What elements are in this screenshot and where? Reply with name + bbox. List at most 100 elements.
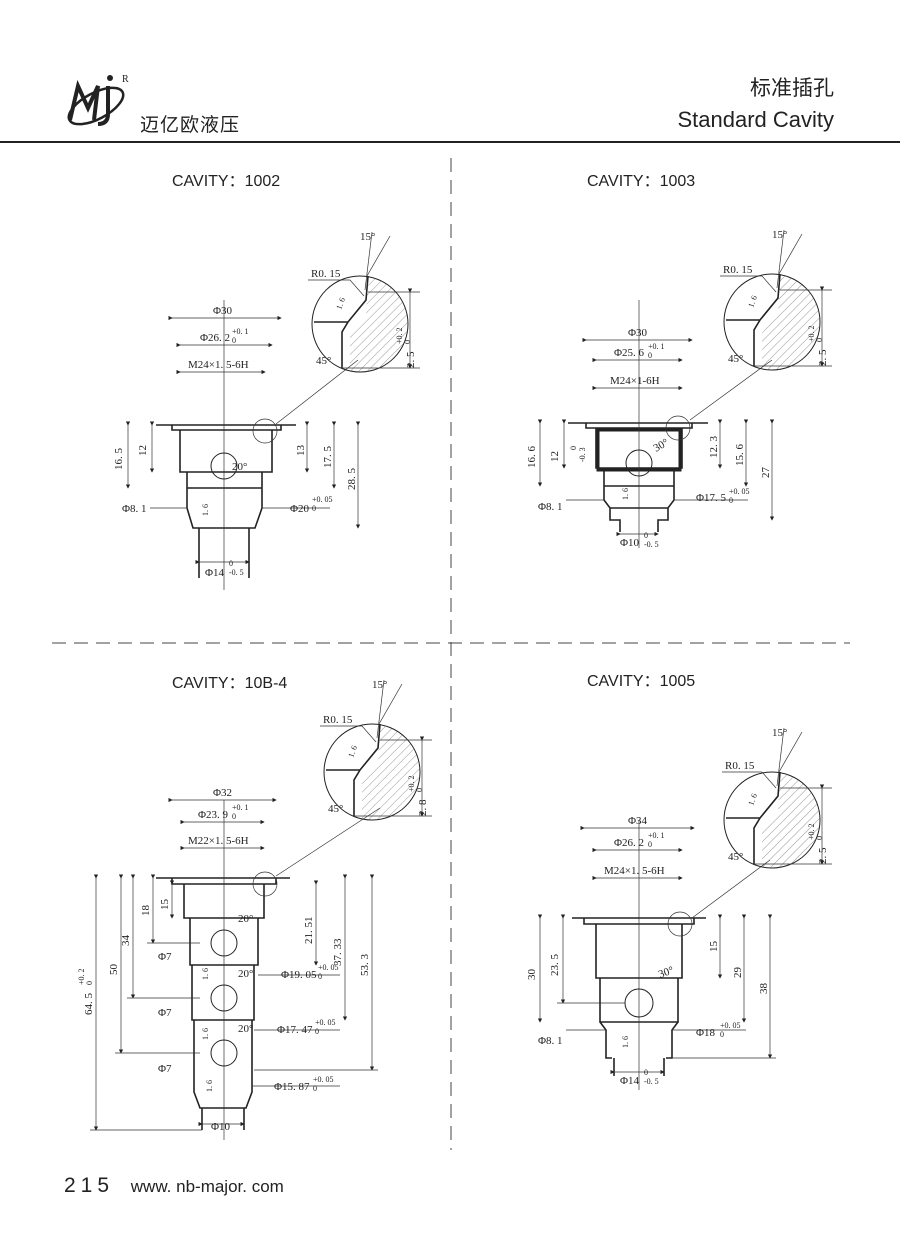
c1002-port: Φ8. 1 bbox=[122, 503, 147, 515]
c10b4-d-outer: Φ32 bbox=[213, 787, 232, 799]
c1002-detail-depth-tol-lo: 0 bbox=[403, 340, 412, 344]
c1003-detail-r: R0. 15 bbox=[723, 264, 753, 276]
c1002-detail-cham: 45° bbox=[316, 355, 331, 367]
c10b4-l53: 53. 3 bbox=[359, 954, 371, 977]
c1005-d-mid: Φ18 bbox=[696, 1027, 716, 1039]
c10b4-d1-tol: +0. 05 bbox=[318, 963, 339, 972]
c10b4-d-seat-tol-lo: 0 bbox=[232, 812, 236, 821]
c1002-l4: 17. 5 bbox=[322, 446, 334, 469]
footer: 215 www. nb-major. com bbox=[64, 1174, 284, 1198]
c10b4-thread: M22×1. 5-6H bbox=[188, 835, 249, 847]
c10b4-l15: 15 bbox=[159, 899, 171, 911]
c1005-d-mid-tol-lo: 0 bbox=[720, 1030, 724, 1039]
c1002-d-seat-tol: +0. 1 bbox=[232, 327, 249, 336]
website-link[interactable]: www. nb-major. com bbox=[130, 1177, 284, 1196]
c10b4-port-1: Φ7 bbox=[158, 951, 172, 963]
c1003-l2: 12 bbox=[549, 451, 561, 462]
c1002-d-outer: Φ30 bbox=[213, 305, 233, 317]
c1002-l3: 13 bbox=[295, 445, 307, 457]
c1003-d-bot: Φ10 bbox=[620, 537, 640, 549]
c1005-d-seat-tol: +0. 1 bbox=[648, 831, 665, 840]
c1003-detail-depth-tol: +0. 2 bbox=[807, 325, 816, 342]
c1005-detail-r: R0. 15 bbox=[725, 760, 755, 772]
c10b4-angle-2: 20° bbox=[238, 968, 253, 980]
c10b4-detail-depth: 2. 8 bbox=[417, 799, 429, 816]
c10b4-l37: 37. 33 bbox=[332, 938, 344, 966]
c1003-d-mid: Φ17. 5 bbox=[696, 492, 727, 504]
c1003-l3: 12. 3 bbox=[708, 436, 720, 459]
c10b4-d3: Φ15. 87 bbox=[274, 1081, 310, 1093]
c1005-d-mid-tol: +0. 05 bbox=[720, 1021, 741, 1030]
c1005-port: Φ8. 1 bbox=[538, 1035, 563, 1047]
c10b4-d3-tol-lo: 0 bbox=[313, 1084, 317, 1093]
c1003-l2-tol: 0 bbox=[569, 446, 578, 450]
c1003-detail-angle: 15° bbox=[772, 229, 787, 241]
c10b4-d-seat: Φ23. 9 bbox=[198, 809, 229, 821]
c10b4-d-seat-tol: +0. 1 bbox=[232, 803, 249, 812]
c1005-d-bot: Φ14 bbox=[620, 1075, 640, 1087]
c10b4-d2-tol: +0. 05 bbox=[315, 1018, 336, 1027]
c1003-detail-depth-tol-lo: 0 bbox=[815, 338, 824, 342]
c1003-l4: 15. 6 bbox=[734, 444, 746, 467]
c1003-d-seat-tol-lo: 0 bbox=[648, 351, 652, 360]
c10b4-l50: 50 bbox=[108, 964, 120, 976]
c1002-detail-angle: 15° bbox=[360, 231, 375, 243]
c1005-detail-depth: 2. 5 bbox=[817, 847, 829, 864]
c10b4-d1-tol-lo: 0 bbox=[318, 972, 322, 981]
c1003-l5: 27 bbox=[760, 467, 772, 479]
c10b4-rough-3: 1. 6 bbox=[205, 1080, 214, 1092]
cavity-1005-title: CAVITY：1005 bbox=[587, 673, 695, 690]
c10b4-rough-1: 1. 6 bbox=[201, 968, 210, 980]
c10b4-detail-depth-tol-lo: 0 bbox=[415, 788, 424, 792]
c1003-d-bot-tol: 0 bbox=[644, 531, 648, 540]
c1003-port: Φ8. 1 bbox=[538, 501, 563, 513]
c1002-detail-r: R0. 15 bbox=[311, 268, 341, 280]
c10b4-port-2: Φ7 bbox=[158, 1007, 172, 1019]
c1002-d-seat: Φ26. 2 bbox=[200, 332, 230, 344]
c10b4-angle-1: 20° bbox=[238, 913, 253, 925]
c1003-d-mid-tol: +0. 05 bbox=[729, 487, 750, 496]
c1002-detail-depth: 2. 5 bbox=[405, 351, 417, 368]
brand-logo-icon: R bbox=[67, 74, 129, 126]
c1005-d-seat: Φ26. 2 bbox=[614, 837, 644, 849]
c10b4-l-total-tol-lo: 0 bbox=[85, 981, 94, 985]
c10b4-port-3: Φ7 bbox=[158, 1063, 172, 1075]
c1005-angle-port: 30° bbox=[657, 964, 676, 981]
c1002-d-mid-tol-lo: 0 bbox=[312, 504, 316, 513]
c10b4-l34: 34 bbox=[120, 935, 132, 947]
cavity-1002-title: CAVITY：1002 bbox=[172, 173, 280, 190]
c1003-l2-tol-lo: -0. 3 bbox=[578, 447, 587, 462]
c10b4-l21: 21. 51 bbox=[303, 917, 315, 945]
c10b4-l18: 18 bbox=[140, 905, 152, 917]
c1003-d-bot-tol-lo: -0. 5 bbox=[644, 540, 659, 549]
c1003-detail-depth: 2. 5 bbox=[817, 349, 829, 366]
c1005-d-seat-tol-lo: 0 bbox=[648, 840, 652, 849]
c1005-d-outer: Φ34 bbox=[628, 815, 648, 827]
cavity-1003-title: CAVITY：1003 bbox=[587, 173, 695, 190]
c1005-rough: 1. 6 bbox=[621, 1036, 630, 1048]
brand-name: 迈亿欧液压 bbox=[140, 114, 241, 136]
c1005-l30: 30 bbox=[526, 969, 538, 981]
c1002-d-bot: Φ14 bbox=[205, 567, 225, 579]
c1005-l29: 29 bbox=[732, 967, 744, 979]
c1005-detail-angle: 15° bbox=[772, 727, 787, 739]
c1003-d-seat-tol: +0. 1 bbox=[648, 342, 665, 351]
c1002-d-mid: Φ20 bbox=[290, 503, 310, 515]
c10b4-detail-depth-tol: +0. 2 bbox=[407, 775, 416, 792]
c1005-detail-rough: 1. 6 bbox=[746, 792, 759, 806]
c10b4-detail-cham: 45° bbox=[328, 803, 343, 815]
c10b4-d1: Φ19. 05 bbox=[281, 969, 317, 981]
c1003-l1: 16. 6 bbox=[526, 446, 538, 469]
c1002-detail-rough: 1. 6 bbox=[334, 296, 347, 310]
c1003-d-mid-tol-lo: 0 bbox=[729, 496, 733, 505]
c10b4-detail-angle: 15° bbox=[372, 679, 387, 691]
c1003-thread: M24×1-6H bbox=[610, 375, 660, 387]
c10b4-d-bot: Φ10 bbox=[211, 1121, 231, 1133]
c1003-rough: 1. 6 bbox=[621, 488, 630, 500]
c1003-detail-cham: 45° bbox=[728, 353, 743, 365]
c1005-d-bot-tol-lo: -0. 5 bbox=[644, 1077, 659, 1086]
c1005-l23: 23. 5 bbox=[549, 954, 561, 977]
c10b4-l-total-tol: +0. 2 bbox=[77, 968, 86, 985]
c10b4-angle-3: 20° bbox=[238, 1023, 253, 1035]
